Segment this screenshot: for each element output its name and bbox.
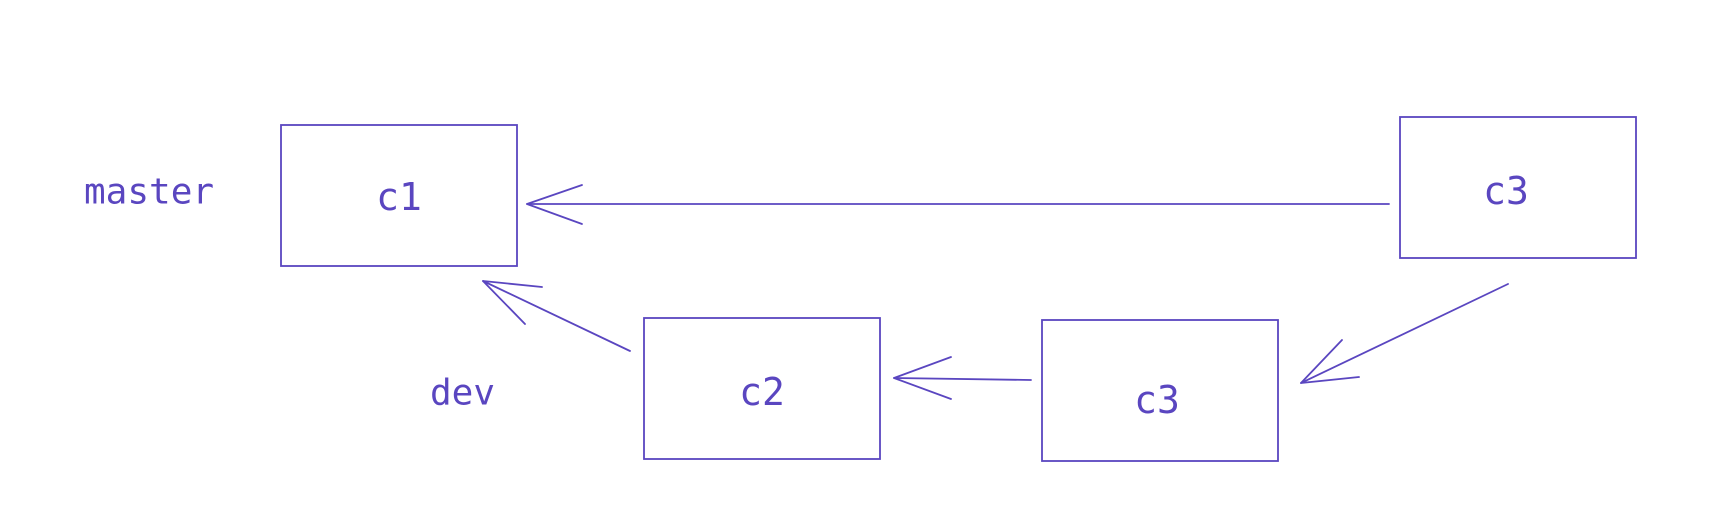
branch-label-dev: dev <box>430 373 495 414</box>
commit-label: c1 <box>376 175 422 219</box>
branch-label-master: master <box>84 172 214 213</box>
commit-node-c3-top: c3 <box>1399 116 1637 259</box>
commit-box <box>643 317 881 460</box>
edge-line <box>1300 283 1509 384</box>
arrow-head <box>1300 339 1360 384</box>
edge-c2-to-c1 <box>482 280 631 352</box>
commit-box <box>280 124 518 267</box>
edge-c3-top-to-c1 <box>526 184 1390 225</box>
commit-label: c2 <box>739 370 785 414</box>
edge-line <box>893 377 1032 381</box>
edge-c3-bottom-to-c2 <box>893 356 1032 400</box>
commit-node-c1: c1 <box>280 124 518 267</box>
commit-box <box>1399 116 1637 259</box>
edge-line <box>482 280 631 352</box>
commit-label: c3 <box>1134 378 1180 422</box>
commit-label: c3 <box>1483 169 1529 213</box>
commit-node-c3-bottom: c3 <box>1041 319 1279 462</box>
arrow-head <box>893 356 952 400</box>
commit-node-c2: c2 <box>643 317 881 460</box>
edge-c3-top-to-c3-bottom <box>1300 283 1509 384</box>
arrow-head <box>526 184 583 225</box>
arrow-head <box>482 280 543 325</box>
commit-box <box>1041 319 1279 462</box>
